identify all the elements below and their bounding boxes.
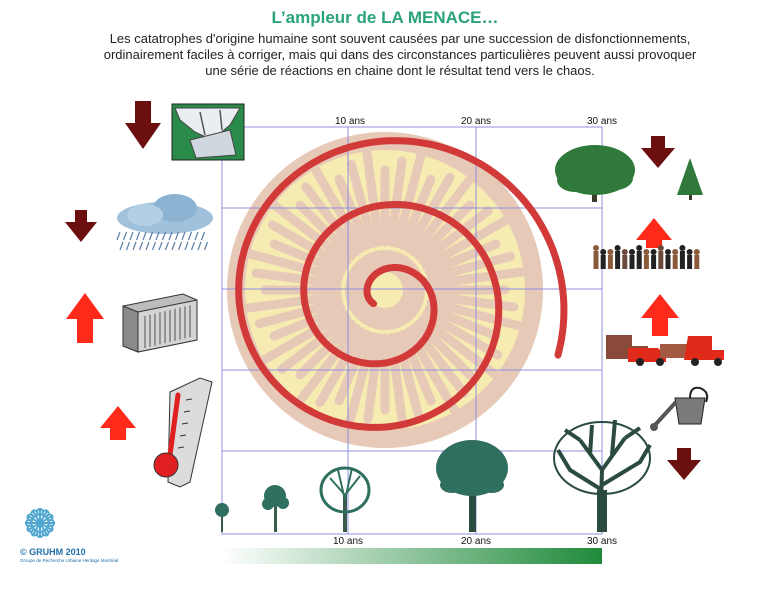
organization-label: Groupe de Recherche Urbaine Héritage Mon… — [20, 558, 119, 563]
trend-up-arrow — [100, 406, 136, 440]
axis-top-label: 20 ans — [461, 116, 491, 127]
vehicles-icon — [606, 335, 724, 366]
trend-up-arrow — [66, 293, 104, 343]
air-conditioner-icon — [122, 293, 198, 353]
right-indicators — [555, 136, 724, 480]
chaos-spiral — [235, 137, 568, 431]
trend-down-arrow — [125, 101, 161, 149]
copyright-label: © GRUHM 2010 — [20, 547, 86, 557]
population-icon — [593, 245, 700, 269]
mature-tree-icon — [436, 440, 508, 532]
trend-up-arrow — [641, 294, 679, 336]
axis-bottom-label: 30 ans — [587, 536, 617, 547]
timeline-bar — [222, 548, 602, 564]
gruhm-logo-icon — [25, 508, 55, 538]
left-indicators — [65, 101, 245, 488]
description-line: ordinairement faciles à corriger, mais q… — [103, 47, 697, 62]
axis-top-label: 30 ans — [587, 116, 617, 127]
axis-bottom-label: 20 ans — [461, 536, 491, 547]
trend-down-arrow — [641, 136, 675, 168]
glacier-icon — [171, 103, 245, 161]
page-title: L’ampleur de LA MENACE… — [271, 8, 499, 27]
description: Les catatrophes d'origine humaine sont s… — [70, 31, 730, 79]
old-tree-icon — [553, 419, 652, 533]
axis-bottom-label: 10 ans — [333, 536, 363, 547]
young-tree-icon — [262, 485, 289, 532]
description-line: une série de réactions en chaine dont le… — [205, 63, 595, 78]
trend-down-arrow — [65, 210, 97, 242]
description-line: Les catatrophes d'origine humaine sont s… — [109, 31, 691, 46]
forest-icon — [555, 145, 703, 202]
thermometer-icon — [153, 377, 213, 488]
small-tree-icon — [319, 466, 371, 532]
trend-up-arrow — [636, 218, 672, 248]
tree-growth-sequence — [215, 419, 652, 533]
rain-cloud-icon — [116, 194, 213, 251]
axis-top-label: 10 ans — [335, 116, 365, 127]
trend-down-arrow — [667, 448, 701, 480]
watering-can-icon — [650, 386, 709, 431]
sapling-icon — [215, 503, 229, 532]
